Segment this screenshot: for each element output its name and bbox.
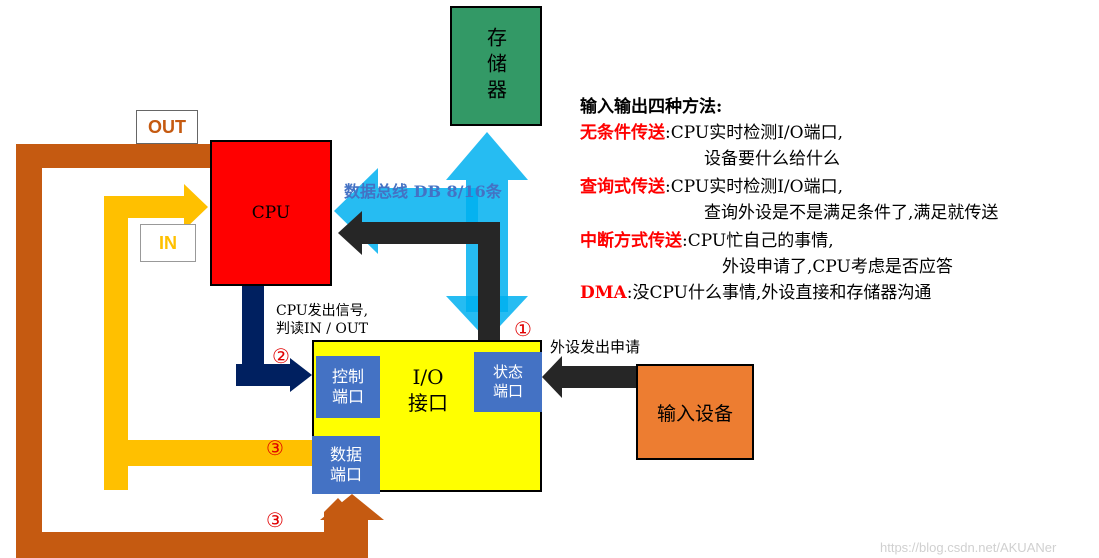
io-interface-label: I/O接口 <box>408 365 448 415</box>
out-tag: OUT <box>136 110 198 144</box>
cpu-box: CPU <box>210 140 332 286</box>
legend-item-1-line2: 查询外设是不是满足条件了,满足就传送 <box>704 203 999 223</box>
legend-item-2-name: 中断方式传送 <box>580 231 682 251</box>
legend-item-1-line1: 查询式传送:CPU实时检测I/O端口, <box>580 172 843 197</box>
status-arrow-head <box>338 211 362 255</box>
input-device-box: 输入设备 <box>636 364 754 460</box>
cpu-signal-line1: CPU发出信号, <box>276 303 369 319</box>
data-port-box: 数据端口 <box>312 436 380 494</box>
control-arrow-horizontal <box>236 364 292 386</box>
cpu-label: CPU <box>251 203 291 223</box>
device-arrow <box>542 356 636 398</box>
legend-item-3-line1: DMA:没CPU什么事情,外设直接和存储器沟通 <box>580 278 931 303</box>
step-3b-marker: ③ <box>266 508 284 532</box>
in-path <box>104 184 312 490</box>
control-port-label: 控制端口 <box>331 367 364 406</box>
bus-label: 数据总线 DB 8/16条 <box>344 182 502 201</box>
input-device-label: 输入设备 <box>656 402 733 425</box>
device-arrow-stem <box>560 366 636 388</box>
status-port-label: 状态端口 <box>492 363 523 400</box>
step-3a-marker: ③ <box>266 436 284 460</box>
status-arrow-stem <box>478 222 500 358</box>
in-tag: IN <box>140 224 196 262</box>
legend-title: 输入输出四种方法: <box>580 97 723 117</box>
control-arrow-stem <box>242 284 264 380</box>
bus-top-head <box>446 132 528 180</box>
status-arrow <box>338 211 500 358</box>
in-tag-label: IN <box>159 232 177 253</box>
status-port-box: 状态端口 <box>474 352 542 412</box>
legend-item-1-name: 查询式传送 <box>580 177 665 197</box>
status-arrow-horizontal <box>360 222 500 244</box>
step-1-marker: ① <box>514 317 532 341</box>
in-path-arrowhead <box>184 184 208 230</box>
legend-item-2-line1: 中断方式传送:CPU忙自己的事情, <box>580 226 834 251</box>
control-port-box: 控制端口 <box>316 356 380 418</box>
control-arrow <box>236 284 312 392</box>
out-path <box>16 144 384 558</box>
out-path-riser <box>338 518 368 558</box>
device-arrow-head <box>542 356 562 398</box>
legend-item-0-name: 无条件传送 <box>580 123 665 143</box>
memory-box: 存储器 <box>450 6 542 126</box>
control-arrow-head <box>290 358 312 392</box>
legend-item-1-desc1: :CPU实时检测I/O端口, <box>665 177 843 197</box>
in-path-left <box>104 196 128 490</box>
io-interface-label-top: I/O接口 <box>400 364 456 416</box>
legend-item-0-line1: 无条件传送:CPU实时检测I/O端口, <box>580 118 843 143</box>
legend-item-2-line2: 外设申请了,CPU考虑是否应答 <box>722 257 953 277</box>
step-2-marker: ② <box>272 344 290 368</box>
cpu-signal-line2: 判读IN / OUT <box>276 321 369 337</box>
out-tag-label: OUT <box>148 116 186 137</box>
legend-item-2-desc1: :CPU忙自己的事情, <box>682 231 834 251</box>
memory-label: 存储器 <box>483 27 508 105</box>
data-port-label: 数据端口 <box>329 445 362 484</box>
watermark: https://blog.csdn.net/AKUANer <box>880 540 1057 555</box>
device-request-label: 外设发出申请 <box>550 338 641 356</box>
legend-item-0-line2: 设备要什么给什么 <box>704 149 840 169</box>
legend-item-3-name: DMA <box>580 283 627 303</box>
out-path-head <box>320 494 384 520</box>
legend-item-0-desc1: :CPU实时检测I/O端口, <box>665 123 843 143</box>
legend-item-3-desc1: :没CPU什么事情,外设直接和存储器沟通 <box>626 283 932 303</box>
